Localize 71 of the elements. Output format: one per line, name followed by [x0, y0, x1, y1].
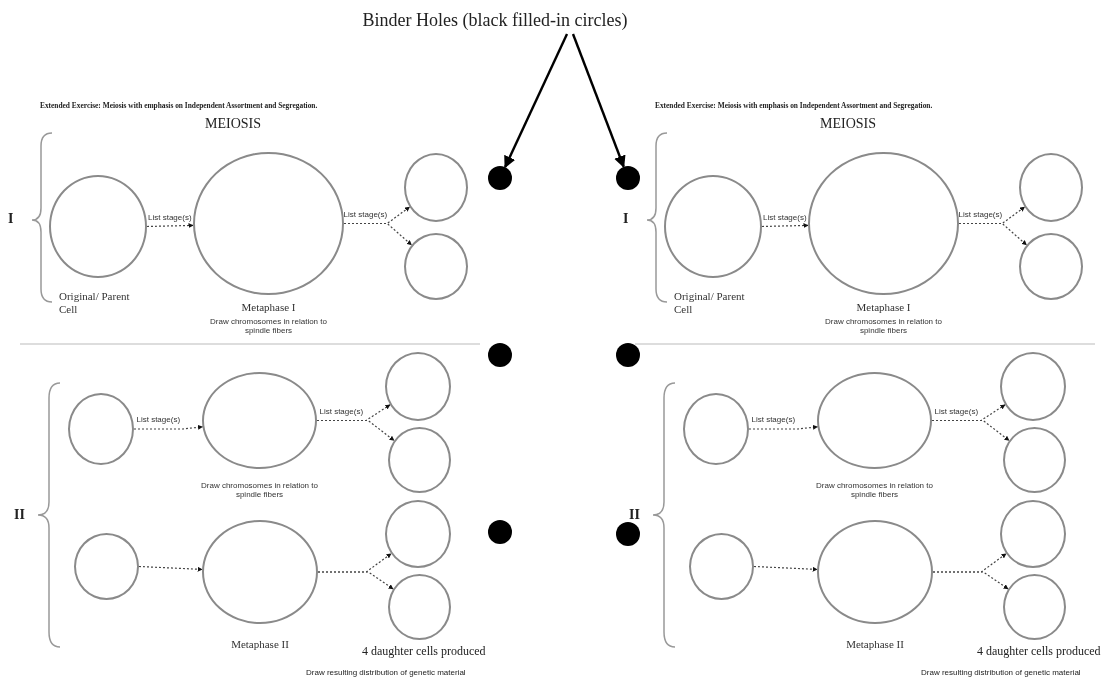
edge-label: List stage(s) — [319, 406, 364, 416]
instruction-text: Draw chromosomes in relation to spindle fibers — [815, 481, 934, 500]
edge-label: List stage(s) — [751, 415, 796, 424]
cell-circle — [817, 520, 933, 624]
cell-caption: Original/ Parent Cell — [674, 290, 746, 316]
cell-caption: Original/ Parent Cell — [59, 290, 131, 316]
cell-circle — [202, 520, 318, 624]
binder-hole — [488, 520, 512, 544]
section-heading: MEIOSIS — [820, 116, 876, 132]
arrow — [748, 424, 819, 430]
instruction-text: Draw chromosomes in relation to spindle fibers — [824, 317, 943, 336]
cell-circle — [808, 152, 959, 295]
cell-circle — [404, 153, 468, 222]
cell-circle — [689, 533, 754, 600]
cell-circle — [1019, 233, 1083, 300]
arrow — [504, 33, 569, 169]
arrow — [931, 419, 1010, 442]
arrow — [317, 571, 394, 590]
cell-circle — [1000, 500, 1066, 568]
cell-circle — [1000, 352, 1066, 421]
edge-label: List stage(s) — [958, 209, 1003, 219]
edge-label: List stage(s) — [934, 406, 979, 416]
cell-circle — [202, 372, 317, 469]
cell-circle — [817, 372, 932, 469]
edge-label: List stage(s) — [148, 212, 192, 222]
cell-circle — [49, 175, 147, 278]
cell-circle — [1003, 574, 1066, 640]
arrow — [958, 222, 1028, 246]
cell-caption: Metaphase I — [240, 301, 297, 314]
section-heading: MEIOSIS — [205, 116, 261, 132]
stage-numeral: I — [8, 211, 14, 227]
cell-caption: Metaphase I — [855, 301, 912, 314]
cell-circle — [385, 500, 451, 568]
cell-circle — [74, 533, 139, 600]
arrow — [932, 571, 1009, 590]
arrow — [133, 424, 204, 430]
cell-circle — [1019, 153, 1083, 222]
instruction-text: Draw chromosomes in relation to spindle fibers — [209, 317, 328, 336]
cell-circle — [1003, 427, 1066, 493]
cell-circle — [388, 427, 451, 493]
binder-hole — [488, 343, 512, 367]
instruction-text: Draw resulting distribution of genetic material — [921, 668, 1081, 677]
arrow — [343, 222, 413, 246]
heading-text: Binder Holes (black filled-in circles) — [345, 6, 645, 34]
binder-hole — [616, 522, 640, 546]
arrow — [753, 565, 818, 572]
binder-hole — [616, 166, 640, 190]
cell-circle — [683, 393, 749, 465]
cell-circle — [664, 175, 762, 278]
binder-hole — [616, 343, 640, 367]
cell-circle — [385, 352, 451, 421]
stage-numeral: II — [629, 507, 640, 523]
arrow — [761, 223, 809, 228]
cell-circle — [404, 233, 468, 300]
stage-numeral: I — [623, 211, 629, 227]
edge-label: List stage(s) — [343, 209, 388, 219]
instruction-text: Draw resulting distribution of genetic material — [306, 668, 466, 677]
cell-caption: Metaphase II — [230, 638, 290, 651]
arrow — [316, 419, 395, 442]
arrow — [138, 565, 203, 572]
arrow — [146, 223, 194, 228]
cell-caption: Metaphase II — [845, 638, 905, 651]
cell-circle — [68, 393, 134, 465]
stage-numeral: II — [14, 507, 25, 523]
binder-hole — [488, 166, 512, 190]
edge-label: List stage(s) — [136, 415, 181, 424]
cell-circle — [193, 152, 344, 295]
instruction-text: Draw chromosomes in relation to spindle fibers — [200, 481, 319, 500]
edge-label: List stage(s) — [763, 212, 807, 222]
cell-circle — [388, 574, 451, 640]
arrow — [571, 33, 626, 168]
